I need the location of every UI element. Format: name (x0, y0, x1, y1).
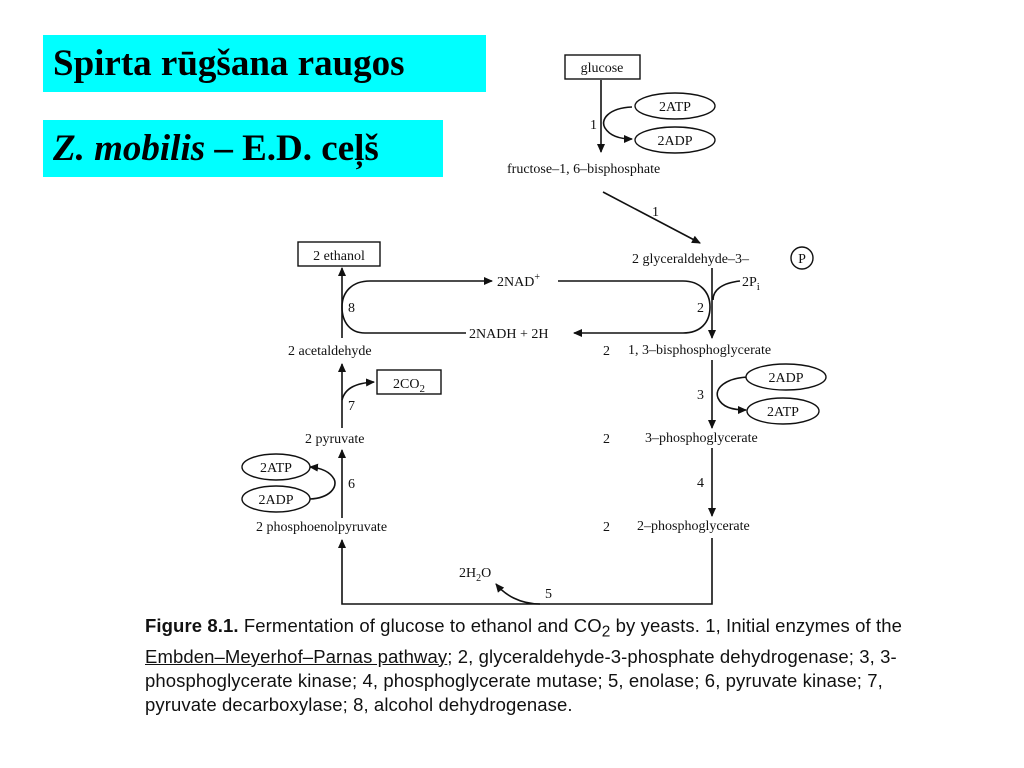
arrow-adp-to-atp-mid (716, 376, 749, 414)
g3p-label: 2 glyceraldehyde–3– (632, 252, 750, 267)
adp-top-oval (634, 126, 716, 154)
step-6-number: 6 (348, 477, 355, 492)
step-7-number: 7 (348, 399, 355, 414)
adp-left-label: 2ADP (258, 493, 293, 508)
pg3-label: 3–phosphoglycerate (645, 431, 758, 446)
adp-mid-label: 2ADP (768, 371, 803, 386)
arrow-fructose-to-g3p (602, 191, 701, 244)
atp-left-oval (241, 453, 311, 481)
step-1a-number: 1 (590, 118, 597, 133)
pi-label: 2Pi (742, 275, 760, 293)
co2-label: 2CO2 (393, 377, 425, 395)
adp-left-oval (241, 485, 311, 513)
arrow-nad-out (341, 277, 493, 334)
glucose-label: glucose (581, 61, 624, 76)
atp-mid-oval (746, 397, 820, 425)
slide-subtitle: Z. mobilis – E.D. ceļš (43, 120, 443, 177)
step-4-number: 4 (697, 476, 704, 491)
arrow-2pg-to-pep (338, 538, 713, 605)
pg2-label: 2–phosphoglycerate (637, 519, 750, 534)
step-3-number: 3 (697, 388, 704, 403)
phosphate-label: P (798, 252, 806, 267)
co2-box (376, 369, 442, 395)
ethanol-box (297, 241, 381, 267)
subtitle-organism: Z. mobilis (53, 128, 206, 169)
step-8-number: 8 (348, 301, 355, 316)
atp-mid-label: 2ATP (767, 405, 799, 420)
atp-top-label: 2ATP (659, 100, 691, 115)
slide-title: Spirta rūgšana raugos (43, 35, 486, 92)
figure-label: Figure 8.1. (145, 615, 239, 636)
emp-pathway-text: Embden–Meyerhof–Parnas pathway (145, 645, 448, 667)
pg2-coefficient: 2 (603, 520, 610, 535)
bpg-coefficient: 2 (603, 344, 610, 359)
glucose-box (564, 54, 641, 80)
adp-top-label: 2ADP (657, 134, 692, 149)
atp-top-oval (634, 92, 716, 120)
step-2-number: 2 (697, 301, 704, 316)
arrow-h2o-out (495, 583, 541, 605)
arrow-atp-to-adp-top (602, 106, 633, 143)
nad-label: 2NAD+ (497, 272, 540, 290)
subtitle-pathway: – E.D. ceļš (205, 128, 379, 169)
adp-mid-oval (745, 363, 827, 391)
slide-title-text: Spirta rūgšana raugos (53, 43, 405, 84)
h2o-label: 2H2O (459, 566, 491, 584)
fructose-label: fructose–1, 6–bisphosphate (507, 162, 660, 177)
nadh-label: 2NADH + 2H (469, 327, 548, 342)
arrow-co2-out (341, 378, 375, 401)
figure-caption: Figure 8.1. Fermentation of glucose to e… (145, 615, 903, 715)
pg3-coefficient: 2 (603, 432, 610, 447)
pep-label: 2 phosphoenolpyruvate (256, 520, 387, 535)
arrow-adp-to-atp-left (309, 463, 336, 500)
step-1b-number: 1 (652, 205, 659, 220)
ethanol-label: 2 ethanol (313, 249, 365, 264)
arrow-pi-in (712, 280, 741, 301)
phosphate-circle (790, 246, 814, 270)
pyruvate-label: 2 pyruvate (305, 432, 364, 447)
acetaldehyde-label: 2 acetaldehyde (288, 344, 372, 359)
arrow-nadh-out (558, 280, 711, 337)
bpg-label: 1, 3–bisphosphoglycerate (628, 343, 771, 358)
atp-left-label: 2ATP (260, 461, 292, 476)
step-5-number: 5 (545, 587, 552, 602)
